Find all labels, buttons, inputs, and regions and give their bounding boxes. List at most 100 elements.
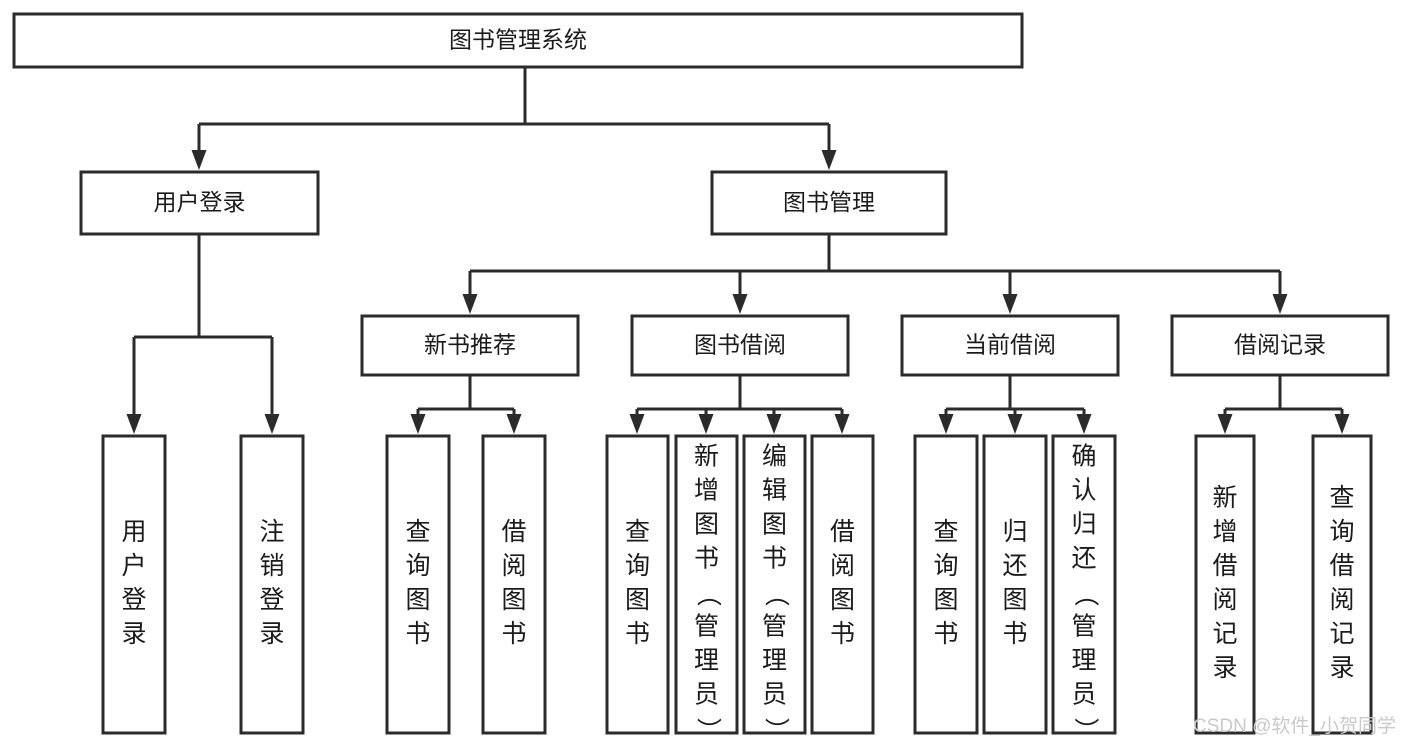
arrow-head-icon: [1076, 414, 1092, 434]
connector-root-to-book-management: [821, 124, 837, 170]
node-label-char: （: [1071, 581, 1099, 606]
node-label: 当前借阅: [964, 332, 1056, 358]
connector-bb-to-leaf2: [698, 409, 714, 434]
node-label-char: 管: [762, 613, 787, 641]
node-label-char: 认: [1071, 477, 1096, 505]
node-box: [101, 434, 167, 735]
node-undefined[interactable]: 图书管理系统: [12, 12, 1024, 69]
node-label-char: 增: [694, 477, 719, 505]
node-label-char: 阅: [1212, 586, 1237, 614]
node-box: [481, 434, 547, 735]
node-label-char: 新: [1212, 484, 1237, 512]
node-label-char: 查: [625, 518, 650, 546]
arrow-head-icon: [126, 414, 142, 434]
arrow-head-icon: [834, 414, 850, 434]
node-label-char: 确: [1071, 443, 1096, 471]
node-label: 图书管理: [783, 189, 875, 215]
node-label-char: 书: [1002, 620, 1027, 648]
node-user-login[interactable]: 用户登录: [79, 170, 320, 236]
node-label-char: ）: [762, 717, 790, 742]
node-label-char: 阅: [1329, 586, 1354, 614]
node-label-char: 查: [933, 518, 958, 546]
node-label-char: 图: [1002, 586, 1027, 614]
node-box: [913, 434, 979, 735]
node-label: 图书管理系统: [449, 27, 587, 53]
node-borrow-record[interactable]: 借阅记录: [1170, 314, 1390, 377]
arrow-head-icon: [462, 294, 478, 314]
node-new-book-recommend[interactable]: 新书推荐: [360, 314, 580, 377]
arrow-head-icon: [1007, 414, 1023, 434]
node-label-char: 辑: [762, 477, 787, 505]
node-label-char: 理: [694, 647, 719, 675]
arrow-head-icon: [191, 150, 207, 170]
connector-br-to-leaf2: [1334, 409, 1350, 434]
node-label-char: 登: [121, 586, 146, 614]
node-box: [79, 170, 320, 236]
node-leaf-user-login[interactable]: 用户登录: [101, 434, 167, 735]
node-book-management[interactable]: 图书管理: [710, 170, 948, 236]
node-box: [674, 434, 739, 735]
node-label: 新书推荐: [424, 332, 516, 358]
node-label-char: 书: [405, 620, 430, 648]
node-label-char: 注: [259, 518, 284, 546]
node-label-char: 管: [694, 613, 719, 641]
node-label-char: 理: [1071, 647, 1096, 675]
arrow-head-icon: [1217, 414, 1233, 434]
connector-user-login-to-leaf1: [126, 337, 142, 434]
node-label-char: 新: [694, 443, 719, 471]
connector-cb-to-leaf1: [938, 409, 954, 434]
node-box: [1170, 314, 1390, 377]
node-label-char: 增: [1212, 518, 1237, 546]
node-label-char: 记: [1212, 620, 1237, 648]
node-label-char: 员: [1071, 681, 1096, 709]
connector-bb-to-leaf4: [834, 409, 850, 434]
node-label-char: 户: [121, 552, 146, 580]
node-label-char: 记: [1329, 620, 1354, 648]
node-label-char: 询: [933, 552, 958, 580]
node-label-char: 录: [259, 620, 284, 648]
node-current-borrow[interactable]: 当前借阅: [900, 314, 1120, 377]
node-label-char: 借: [1212, 552, 1237, 580]
node-label-char: 归: [1002, 518, 1027, 546]
node-label-char: 询: [1329, 518, 1354, 546]
node-box: [605, 434, 670, 735]
connector-bm-to-borrow-record: [1272, 271, 1288, 314]
node-box: [239, 434, 305, 735]
node-label-char: 编: [762, 443, 787, 471]
arrow-head-icon: [938, 414, 954, 434]
node-label-char: 书: [501, 620, 526, 648]
connector-bm-to-new-book: [462, 271, 478, 314]
connector-cb-to-leaf2: [1007, 409, 1023, 434]
connector-bm-to-current-borrow: [1002, 271, 1018, 314]
node-label-char: 员: [694, 681, 719, 709]
connector-new-book-to-leaf1: [410, 409, 426, 434]
connector-bb-to-leaf1: [629, 409, 645, 434]
node-label: 图书借阅: [694, 332, 786, 358]
node-label-char: 查: [405, 518, 430, 546]
node-label-char: 录: [1212, 654, 1237, 682]
node-label-char: （: [694, 581, 722, 606]
node-label-char: 理: [762, 647, 787, 675]
node-label-char: 图: [933, 586, 958, 614]
arrow-head-icon: [821, 150, 837, 170]
arrow-head-icon: [506, 414, 522, 434]
node-book-borrow[interactable]: 图书借阅: [630, 314, 850, 377]
node-box: [360, 314, 580, 377]
node-label-char: 查: [1329, 484, 1354, 512]
node-box: [1051, 434, 1117, 735]
arrow-head-icon: [1334, 414, 1350, 434]
node-label-char: ）: [694, 717, 722, 742]
node-label-char: 书: [694, 545, 719, 573]
